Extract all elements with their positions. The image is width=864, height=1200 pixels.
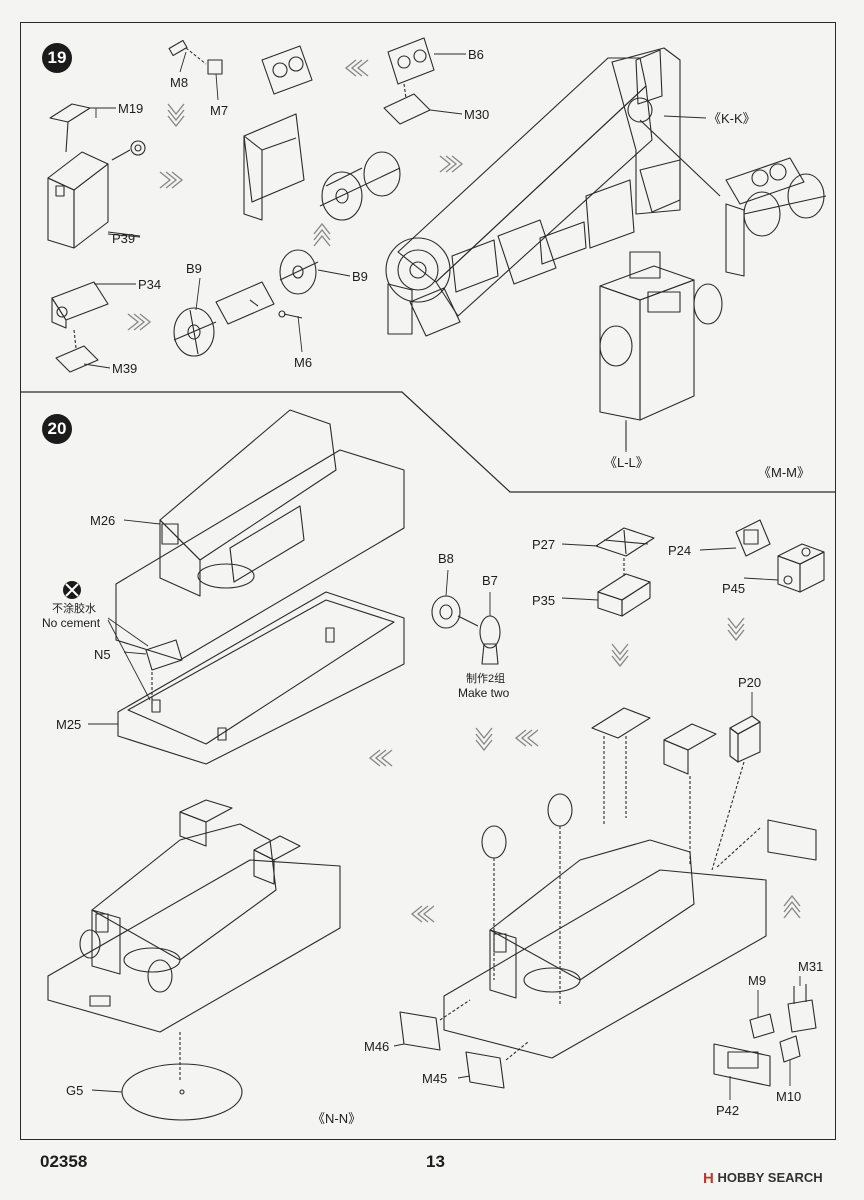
label-p45: P45 — [722, 581, 746, 596]
label-make-two: Make two — [458, 686, 510, 700]
arrow-left-2 — [514, 729, 539, 747]
watermark: H HOBBY SEARCH — [703, 1170, 823, 1187]
arrow-up-2 — [783, 894, 801, 919]
assembly-right — [443, 707, 817, 1059]
label-g5: G5 — [66, 1083, 84, 1098]
part-p45 — [777, 543, 825, 593]
part-handwheel-b9-right — [279, 249, 319, 295]
label-p42: P42 — [716, 1103, 740, 1118]
part-m46 — [399, 999, 471, 1051]
label-p27: P27 — [532, 537, 556, 552]
part-n5 — [145, 639, 183, 704]
part-handwheel-b9-left — [173, 307, 217, 357]
instruction-frame — [20, 22, 836, 1140]
part-p34 — [51, 281, 109, 329]
section-divider — [20, 391, 836, 493]
part-b8 — [431, 595, 461, 629]
label-b6: B6 — [468, 47, 484, 62]
label-kk: 《K-K》 — [708, 111, 756, 126]
part-m19 — [49, 103, 91, 153]
part-m9-m31 — [749, 984, 817, 1039]
part-gauge-panel — [243, 45, 313, 221]
part-m8-m7 — [168, 39, 223, 75]
step-19-badge: 19 — [42, 43, 72, 73]
product-code: 02358 — [40, 1152, 88, 1171]
label-nn: 《N-N》 — [312, 1111, 362, 1126]
part-m39 — [55, 329, 99, 373]
label-m9: M9 — [748, 973, 767, 988]
watermark-logo-icon: H — [703, 1170, 714, 1187]
direction-arrows — [127, 59, 801, 923]
part-g5 — [121, 1063, 243, 1121]
assembly-left — [47, 799, 341, 1080]
label-p35: P35 — [532, 593, 556, 608]
arrow-down-3 — [475, 727, 493, 752]
part-p24 — [735, 519, 771, 557]
label-no-cement-cn: 不涂胶水 — [52, 603, 96, 615]
part-p27 — [595, 527, 655, 557]
label-p34: P34 — [138, 277, 162, 292]
part-crane-arm — [385, 47, 721, 337]
label-p24: P24 — [668, 543, 692, 558]
arrow-down-2 — [611, 643, 629, 668]
label-b9-right: B9 — [352, 269, 368, 284]
arrow-right-3 — [127, 313, 152, 331]
label-m19: M19 — [118, 101, 144, 116]
part-b7 — [457, 615, 501, 665]
part-ll-assembly — [599, 251, 723, 450]
arrow-left-3 — [368, 749, 393, 767]
part-p35 — [597, 558, 651, 617]
label-no-cement: No cement — [42, 616, 101, 630]
label-m25: M25 — [56, 717, 82, 732]
step-20-badge: 20 — [42, 414, 72, 444]
label-p20: P20 — [738, 675, 762, 690]
label-m10: M10 — [776, 1089, 802, 1104]
label-m30: M30 — [464, 107, 490, 122]
label-m7: M7 — [210, 103, 229, 118]
label-p39: P39 — [112, 231, 136, 246]
arrow-left-1 — [344, 59, 369, 77]
label-m46: M46 — [364, 1039, 390, 1054]
no-cement-icon — [63, 581, 81, 599]
label-b9-left: B9 — [186, 261, 202, 276]
label-make-two-cn: 制作2组 — [466, 673, 506, 685]
part-m6 — [278, 310, 303, 319]
part-knob — [111, 140, 146, 161]
part-m26 — [115, 409, 405, 661]
arrow-left-4 — [410, 905, 435, 923]
arrow-down-4 — [727, 617, 745, 642]
label-m26: M26 — [90, 513, 116, 528]
part-b6 — [387, 37, 435, 85]
label-m8: M8 — [170, 75, 189, 90]
label-mm: 《M-M》 — [758, 465, 810, 480]
arrow-right-2 — [439, 155, 464, 173]
part-handwheel-a — [319, 151, 401, 221]
page-number: 13 — [426, 1152, 445, 1171]
arrow-right-1 — [159, 171, 184, 189]
part-kk-assembly — [725, 157, 827, 277]
part-m45 — [465, 1041, 529, 1089]
arrow-down-1 — [167, 103, 185, 128]
label-b7: B7 — [482, 573, 498, 588]
part-m25 — [117, 591, 405, 765]
label-m39: M39 — [112, 361, 138, 376]
label-n5: N5 — [94, 647, 111, 662]
part-p39 — [47, 151, 141, 249]
arrow-up-1 — [313, 222, 331, 247]
part-m30 — [383, 83, 431, 125]
label-m6: M6 — [294, 355, 313, 370]
part-p20 — [729, 715, 761, 763]
label-m45: M45 — [422, 1071, 448, 1086]
label-ll: 《L-L》 — [604, 455, 649, 470]
watermark-text: HOBBY SEARCH — [717, 1170, 823, 1185]
part-b9-mount — [215, 281, 275, 325]
label-b8: B8 — [438, 551, 454, 566]
label-m31: M31 — [798, 959, 824, 974]
part-m10-p42 — [713, 1035, 801, 1087]
